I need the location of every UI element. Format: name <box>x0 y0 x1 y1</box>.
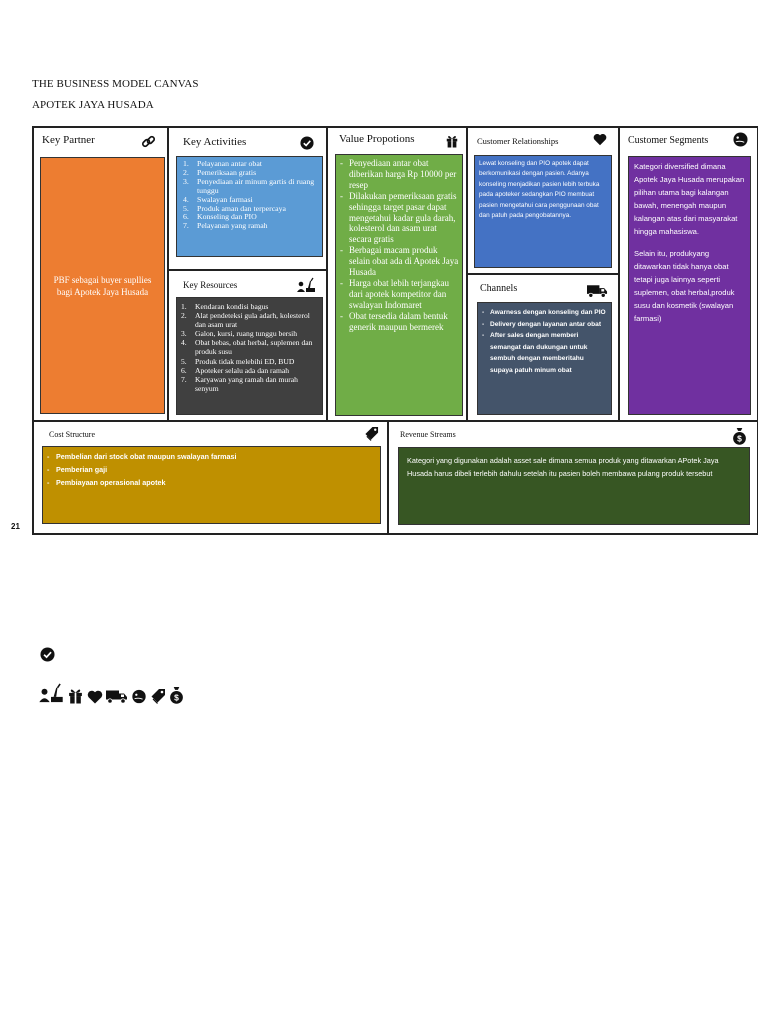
list-item: Swalayan farmasi <box>183 194 253 205</box>
customer-relationships-box: Lewat konseling dan PIO apotek dapat ber… <box>474 155 612 268</box>
list-item: Produk aman dan terpercaya <box>183 203 286 214</box>
key-resources-box: Kendaran kondisi bagus Alat pendeteksi g… <box>176 297 323 415</box>
key-partner-box: PBF sebagai buyer supllies bagi Apotek J… <box>40 157 165 414</box>
channels-section: Channels Awarness dengan konseling dan P… <box>467 274 619 421</box>
heart-icon <box>593 133 609 149</box>
list-item: Pemeriksaan gratis <box>183 167 257 178</box>
company-name: APOTEK JAYA HUSADA <box>32 99 154 111</box>
key-activities-list: Pelayanan antar obat Pemeriksaan gratis … <box>179 159 320 231</box>
revenue-streams-text: Kategori yang digunakan adalah asset sal… <box>407 456 719 478</box>
revenue-streams-title: Revenue Streams <box>400 430 456 439</box>
key-resources-list: Kendaran kondisi bagus Alat pendeteksi g… <box>177 302 320 393</box>
list-item: Harga obat lebih terjangkau dari apotek … <box>336 278 459 311</box>
page-number: 21 <box>11 522 20 531</box>
value-propositions-list: Penyediaan antar obat diberikan harga Rp… <box>336 158 459 333</box>
key-partner-section: Key Partner PBF sebagai buyer supllies b… <box>33 127 168 421</box>
key-partner-title: Key Partner <box>42 134 95 146</box>
customer-segments-section: Customer Segments Kategori diversified d… <box>619 127 758 421</box>
list-item: Awarness dengan konseling dan PIO <box>478 307 608 319</box>
link-icon <box>141 134 157 150</box>
customer-segments-box: Kategori diversified dimana Apotek Jaya … <box>628 156 751 415</box>
svg-text:$: $ <box>737 433 742 443</box>
list-item: Delivery dengan layanan antar obat <box>478 319 608 331</box>
revenue-streams-box: Kategori yang digunakan adalah asset sal… <box>398 447 750 525</box>
worker-icon <box>296 277 316 293</box>
money-bag-icon: $ <box>732 427 748 445</box>
gift-icon <box>445 133 461 149</box>
tags-icon <box>364 426 380 442</box>
truck-icon <box>587 284 609 300</box>
key-resources-section: Key Resources Kendaran kondisi bagus Ala… <box>168 270 327 421</box>
channels-list: Awarness dengan konseling dan PIO Delive… <box>478 307 608 377</box>
cost-structure-section: Cost Structure Pembelian dari stock obat… <box>33 421 388 534</box>
value-propositions-box: Penyediaan antar obat diberikan harga Rp… <box>335 154 463 416</box>
cost-structure-box: Pembelian dari stock obat maupun swalaya… <box>42 446 381 524</box>
list-item: Konseling dan PIO <box>183 212 257 223</box>
customer-segments-para2: Selain itu, produkyang ditawarkan tidak … <box>634 248 735 324</box>
list-item: Karyawan yang ramah dan murah senyum <box>181 374 298 393</box>
gift-icon <box>67 686 84 704</box>
list-item: Obat tersedia dalam bentuk generik maupu… <box>336 311 459 333</box>
worker-icon <box>38 682 64 704</box>
value-propositions-title: Value Propotions <box>339 133 415 145</box>
channels-box: Awarness dengan konseling dan PIO Delive… <box>477 302 612 415</box>
list-item: Dilakukan pemeriksaan gratis sehingga ta… <box>336 191 459 246</box>
check-circle-icon <box>300 136 316 152</box>
list-item: Produk tidak melebihi ED, BUD <box>181 356 295 366</box>
list-item: Obat bebas, obat herbal, suplemen dan pr… <box>181 338 313 357</box>
user-head-icon <box>732 132 748 148</box>
canvas-title: THE BUSINESS MODEL CANVAS <box>32 78 199 90</box>
customer-segments-title: Customer Segments <box>628 135 709 146</box>
list-item: Berbagai macam produk selain obat ada di… <box>336 245 459 278</box>
channels-title: Channels <box>480 283 518 294</box>
customer-segments-para1: Kategori diversified dimana Apotek Jaya … <box>634 162 745 237</box>
truck-icon <box>106 689 128 704</box>
revenue-streams-section: Revenue Streams $ Kategori yang digunaka… <box>388 421 758 534</box>
customer-relationships-title: Customer Relationships <box>477 136 559 146</box>
list-item: Penyediaan antar obat diberikan harga Rp… <box>336 158 459 191</box>
cost-structure-title: Cost Structure <box>49 430 95 439</box>
key-activities-title: Key Activities <box>183 136 247 148</box>
tags-icon <box>150 688 166 704</box>
money-bag-icon: $ <box>169 686 184 704</box>
icon-row: $ <box>38 682 184 704</box>
check-circle-icon <box>40 647 55 662</box>
list-item: Pembiayaan operasional apotek <box>43 476 378 489</box>
key-activities-section: Key Activities Pelayanan antar obat Peme… <box>168 127 327 270</box>
list-item: Pemberian gaji <box>43 463 378 476</box>
list-item: Pembelian dari stock obat maupun swalaya… <box>43 450 378 463</box>
list-item: Pelayanan yang ramah <box>183 221 268 231</box>
value-propositions-section: Value Propotions Penyediaan antar obat d… <box>327 127 467 421</box>
user-head-icon <box>131 689 147 704</box>
list-item: Pelayanan antar obat <box>183 159 262 169</box>
key-activities-box: Pelayanan antar obat Pemeriksaan gratis … <box>176 156 323 257</box>
key-partner-text: PBF sebagai buyer supllies bagi Apotek J… <box>53 274 152 297</box>
list-item: Alat pendeteksi gula adarh, kolesterol d… <box>181 311 310 330</box>
list-item: Galon, kursi, ruang tunggu bersih <box>181 329 298 339</box>
list-item: Apoteker selalu ada dan ramah <box>181 365 290 375</box>
customer-relationships-section: Customer Relationships Lewat konseling d… <box>467 127 619 274</box>
customer-relationships-text: Lewat konseling dan PIO apotek dapat ber… <box>479 160 600 220</box>
list-item: After sales dengan memberi semangat dan … <box>478 330 608 376</box>
list-item: Kendaran kondisi bagus <box>181 302 269 311</box>
heart-icon <box>87 690 103 704</box>
list-item: Penyediaan air minum gartis di ruang tun… <box>183 176 315 195</box>
svg-text:$: $ <box>174 692 179 702</box>
key-resources-title: Key Resources <box>183 280 238 290</box>
cost-structure-list: Pembelian dari stock obat maupun swalaya… <box>43 450 378 489</box>
